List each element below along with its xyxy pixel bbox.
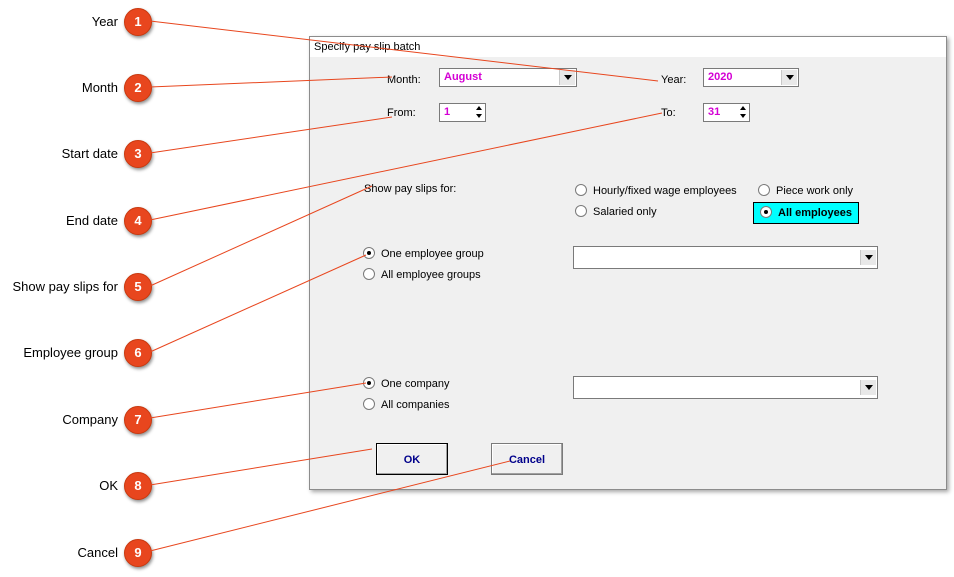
dialog-title: Specify pay slip batch xyxy=(310,37,946,57)
radio-button[interactable] xyxy=(758,184,770,197)
pay-slip-batch-dialog: Specify pay slip batch Month: August Yea… xyxy=(309,36,947,490)
radio-label: One employee group xyxy=(381,248,484,260)
callout-badge-2: 2 xyxy=(124,74,152,102)
radio-label: All companies xyxy=(381,399,450,411)
month-value: August xyxy=(444,71,482,83)
from-day-spinner[interactable]: 1 xyxy=(439,103,486,122)
callout-label-show-pay-slips: Show pay slips for xyxy=(12,279,119,294)
radio-button[interactable] xyxy=(575,205,587,218)
callout-label-start-date: Start date xyxy=(61,146,118,161)
radio-all-employee-groups[interactable]: All employee groups xyxy=(363,268,481,282)
radio-label: All employees xyxy=(778,207,852,219)
ok-button[interactable]: OK xyxy=(376,443,448,475)
callout-label-ok: OK xyxy=(99,478,118,493)
employee-group-select[interactable] xyxy=(573,246,878,269)
show-pay-slips-label: Show pay slips for: xyxy=(364,183,457,195)
radio-button[interactable] xyxy=(363,268,375,281)
callout-badge-8: 8 xyxy=(124,472,152,500)
spin-down-icon[interactable] xyxy=(738,113,748,120)
callout-label-month: Month xyxy=(81,80,118,95)
radio-piece-work[interactable]: Piece work only xyxy=(758,184,853,198)
callout-badge-3: 3 xyxy=(124,140,152,168)
to-value: 31 xyxy=(708,106,721,118)
radio-label: Piece work only xyxy=(776,185,854,197)
company-select[interactable] xyxy=(573,376,878,399)
radio-label: Salaried only xyxy=(593,206,657,218)
callout-label-cancel: Cancel xyxy=(77,545,118,560)
radio-one-employee-group[interactable]: One employee group xyxy=(363,247,484,261)
chevron-down-icon[interactable] xyxy=(559,70,575,85)
chevron-down-icon[interactable] xyxy=(781,70,797,85)
radio-label: Hourly/fixed wage employees xyxy=(593,185,737,197)
chevron-down-icon[interactable] xyxy=(860,250,876,265)
callout-label-employee-group: Employee group xyxy=(23,345,118,360)
year-value: 2020 xyxy=(708,71,733,83)
radio-label: One company xyxy=(381,378,450,390)
callout-badge-5: 5 xyxy=(124,273,152,301)
to-day-spinner[interactable]: 31 xyxy=(703,103,750,122)
from-value: 1 xyxy=(444,106,451,118)
radio-one-company[interactable]: One company xyxy=(363,377,449,391)
callout-label-company: Company xyxy=(62,412,118,427)
callout-label-year: Year xyxy=(91,14,118,29)
month-label: Month: xyxy=(387,74,421,86)
radio-salaried[interactable]: Salaried only xyxy=(575,205,657,219)
month-select[interactable]: August xyxy=(439,68,577,87)
spin-down-icon[interactable] xyxy=(474,113,484,120)
radio-button-selected[interactable] xyxy=(363,377,375,390)
spin-up-icon[interactable] xyxy=(474,105,484,112)
callout-badge-6: 6 xyxy=(124,339,152,367)
year-select[interactable]: 2020 xyxy=(703,68,799,87)
year-label: Year: xyxy=(661,74,687,86)
callout-badge-7: 7 xyxy=(124,406,152,434)
callout-badge-9: 9 xyxy=(124,539,152,567)
radio-label: All employee groups xyxy=(381,269,481,281)
radio-button[interactable] xyxy=(363,398,375,411)
radio-hourly-fixed[interactable]: Hourly/fixed wage employees xyxy=(575,184,737,198)
cancel-button[interactable]: Cancel xyxy=(491,443,563,475)
callout-badge-4: 4 xyxy=(124,207,152,235)
radio-button-selected[interactable] xyxy=(760,206,772,219)
radio-button[interactable] xyxy=(575,184,587,197)
callout-badge-1: 1 xyxy=(124,8,152,36)
to-label: To: xyxy=(661,107,676,119)
chevron-down-icon[interactable] xyxy=(860,380,876,395)
radio-all-employees[interactable]: All employees xyxy=(753,202,859,224)
spin-up-icon[interactable] xyxy=(738,105,748,112)
from-label: From: xyxy=(387,107,416,119)
callout-label-end-date: End date xyxy=(65,213,118,228)
radio-button-selected[interactable] xyxy=(363,247,375,260)
radio-all-companies[interactable]: All companies xyxy=(363,398,449,412)
